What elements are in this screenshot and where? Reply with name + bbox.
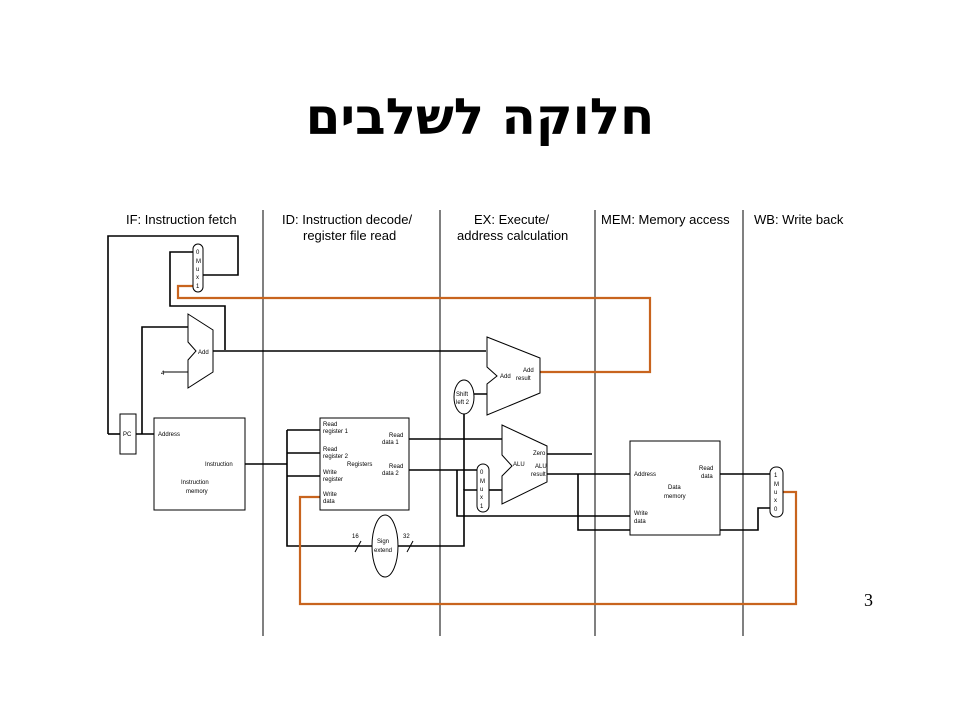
sign-extend-line2: extend — [374, 548, 392, 554]
wb-mux-1: 1 — [774, 473, 778, 479]
feedback-write-back — [298, 490, 798, 606]
alu-zero-label: Zero — [533, 451, 546, 457]
wb-mux — [769, 466, 784, 518]
data-memory — [629, 440, 721, 536]
page-number: 3 — [864, 590, 873, 610]
if-mux-x: x — [196, 275, 199, 281]
branch-adder — [486, 336, 541, 416]
stage-label-ex-line2: address calculation — [457, 228, 568, 243]
regs-read-data-2-b: data 2 — [382, 471, 399, 477]
dmem-address-label: Address — [634, 472, 656, 478]
register-file — [319, 417, 410, 511]
alu-result-1: ALU — [535, 464, 547, 470]
wire-pc-to-add — [141, 326, 188, 434]
stage-label-mem: MEM: Memory access — [601, 212, 730, 227]
regs-read-data-1-a: Read — [389, 433, 403, 439]
regs-read-register-1-a: Read — [323, 422, 337, 428]
slide-title: חלוקה לשלבים — [305, 88, 655, 146]
wire-rd2-to-mem — [456, 470, 630, 517]
regs-write-data-a: Write — [323, 492, 338, 498]
wb-mux-m: M — [774, 482, 779, 488]
wire-mux-to-pc — [169, 251, 226, 350]
stage-label-if: IF: Instruction fetch — [126, 212, 237, 227]
imem-instruction-label: Instruction — [205, 462, 233, 468]
stage-label-wb: WB: Write back — [754, 212, 844, 227]
if-mux-u: u — [196, 267, 199, 273]
imem-address-label: Address — [158, 432, 180, 438]
regs-read-register-2-a: Read — [323, 447, 337, 453]
shift-left-line1: Shift — [456, 392, 468, 398]
sign-extend-in-slash — [354, 540, 362, 553]
branch-adder-result-1: Add — [523, 368, 534, 374]
regs-name: Registers — [347, 462, 372, 468]
wire-if-loop — [107, 235, 239, 434]
ex-mux-x: x — [480, 495, 483, 501]
stage-label-ex-line1: EX: Execute/ — [474, 212, 550, 227]
regs-read-data-1-b: data 1 — [382, 440, 399, 446]
if-mux — [192, 243, 204, 293]
feedback-branch-target — [176, 284, 652, 374]
pc-adder-four: 4 — [161, 371, 165, 377]
dmem-name-line1: Data — [668, 485, 681, 491]
branch-adder-result-2: result — [516, 376, 531, 382]
dmem-name-line2: memory — [664, 494, 686, 500]
program-counter — [119, 413, 137, 455]
ex-mux-m: M — [480, 479, 485, 485]
dmem-read-data-b: data — [701, 474, 713, 480]
shift-left-line2: left 2 — [456, 400, 470, 406]
wb-mux-u: u — [774, 490, 777, 496]
ex-mux-u: u — [480, 487, 483, 493]
sign-extend-unit — [371, 514, 399, 578]
ex-mux — [476, 463, 490, 513]
imem-name-line1: Instruction — [181, 480, 209, 486]
wire-alu-bypass — [577, 474, 770, 531]
pc-adder-label: Add — [198, 350, 209, 356]
imem-name-line2: memory — [186, 489, 208, 495]
sign-extend-line1: Sign — [377, 539, 389, 545]
wb-mux-0: 0 — [774, 507, 778, 513]
alu-result-2: result — [531, 472, 546, 478]
pc-adder — [187, 313, 214, 389]
dmem-write-data-b: data — [634, 519, 646, 525]
if-mux-1: 1 — [196, 284, 200, 290]
wire-signext-out — [398, 489, 477, 547]
sign-extend-out-bits: 32 — [403, 534, 410, 540]
ex-mux-0: 0 — [480, 470, 484, 476]
dmem-read-data-a: Read — [699, 466, 713, 472]
wire-instr-bus — [286, 430, 372, 547]
if-mux-m: M — [196, 259, 201, 265]
sign-extend-in-bits: 16 — [352, 534, 359, 540]
pc-label: PC — [123, 432, 132, 438]
regs-read-register-2-b: register 2 — [323, 454, 349, 460]
instruction-memory — [153, 417, 246, 511]
stage-label-id-line1: ID: Instruction decode/ — [282, 212, 412, 227]
dmem-write-data-a: Write — [634, 511, 649, 517]
alu-label: ALU — [513, 462, 525, 468]
sign-extend-out-slash — [406, 540, 414, 553]
ex-mux-1: 1 — [480, 504, 484, 510]
regs-read-register-1-b: register 1 — [323, 429, 349, 435]
shift-left-unit — [453, 379, 475, 415]
if-mux-0: 0 — [196, 250, 200, 256]
alu — [501, 424, 548, 505]
regs-write-register-a: Write — [323, 470, 338, 476]
regs-write-data-b: data — [323, 499, 335, 505]
regs-write-register-b: register — [323, 477, 343, 483]
wb-mux-x: x — [774, 498, 777, 504]
branch-adder-label: Add — [500, 374, 511, 380]
regs-read-data-2-a: Read — [389, 464, 403, 470]
stage-label-id-line2: register file read — [303, 228, 396, 243]
